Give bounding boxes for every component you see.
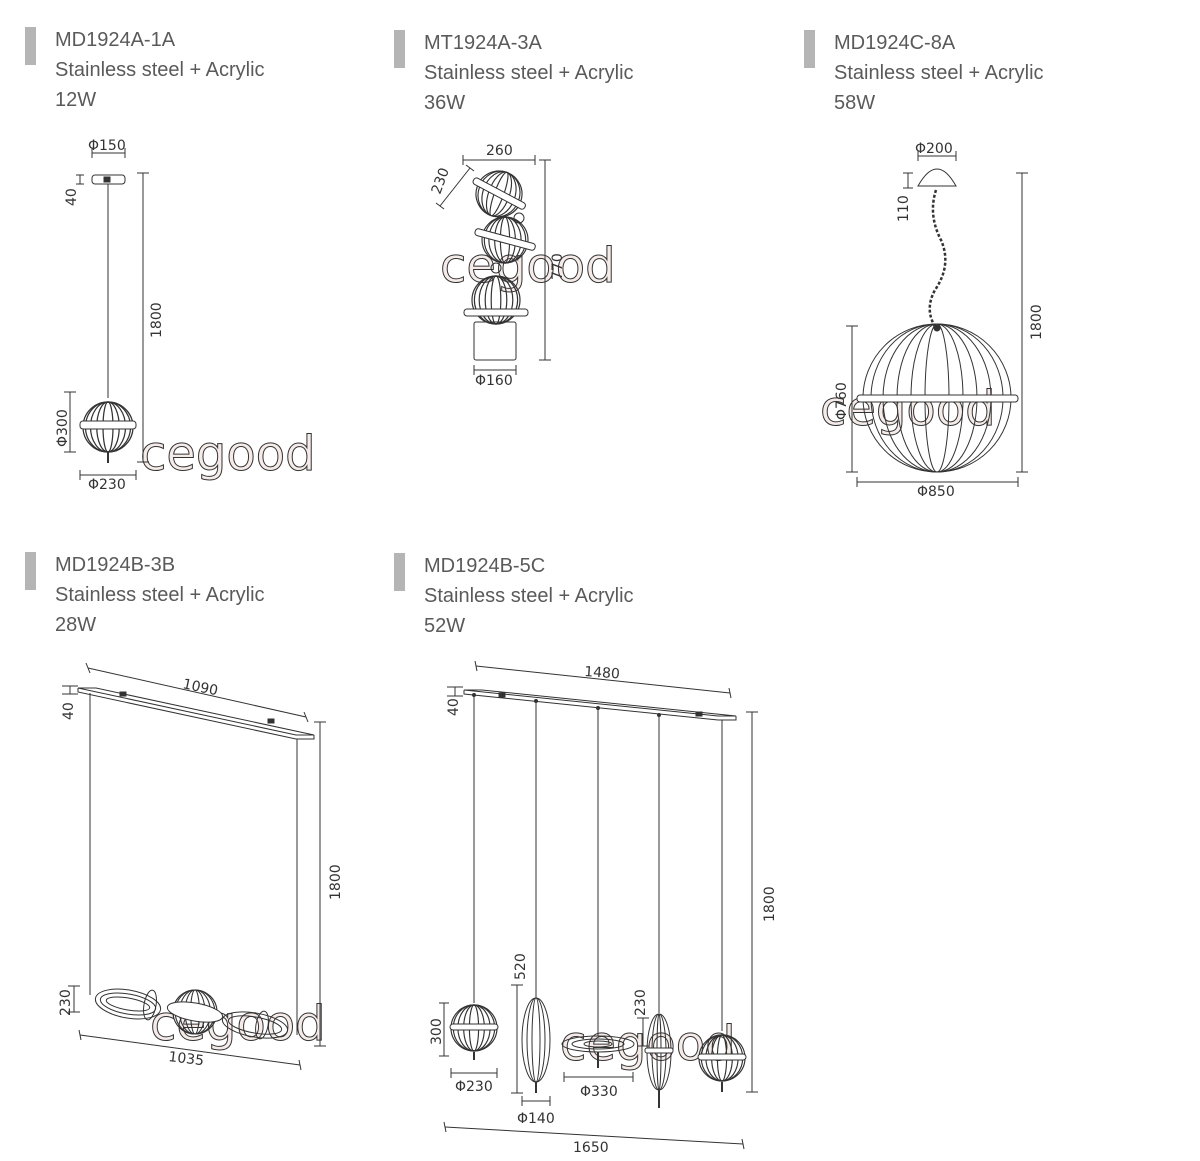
product-power: 52W — [424, 615, 466, 637]
product-material: Stainless steel + Acrylic — [55, 59, 265, 81]
watermark-group: cegood cegood cegood cegood cegood — [140, 238, 997, 1073]
product-code: MD1924B-3B — [55, 554, 176, 576]
drawing-mt1924a-3a: 260 230 770 Φ160 — [429, 143, 566, 389]
product-code: MD1924A-1A — [55, 29, 176, 51]
drawing-md1924a-1a: Φ150 40 1800 Φ300 Φ230 — [55, 138, 165, 493]
dim-label: Φ160 — [475, 373, 513, 389]
dim-label: 1800 — [149, 302, 165, 338]
dim-label: 260 — [486, 143, 513, 159]
accent-bar — [804, 30, 815, 68]
dim-label: Φ850 — [917, 484, 955, 500]
ring-band — [856, 394, 1019, 403]
product-material: Stainless steel + Acrylic — [55, 584, 265, 606]
canopy — [917, 168, 957, 187]
product-power: 58W — [834, 92, 876, 114]
dim-label: 1800 — [328, 864, 344, 900]
dim-label: 230 — [429, 166, 453, 197]
pod-shade-ring — [644, 1013, 674, 1108]
accent-bar — [394, 553, 405, 591]
dim-label: Φ330 — [580, 1084, 618, 1100]
lamp-base — [473, 321, 517, 361]
drawing-md1924b-5c: 1480 40 1800 520 230 300 Φ230 Φ140 Φ330 … — [429, 660, 778, 1156]
dim-label: Φ230 — [455, 1079, 493, 1095]
product-material: Stainless steel + Acrylic — [424, 62, 634, 84]
dim-label: Φ760 — [834, 382, 850, 420]
dim-label: 770 — [550, 253, 566, 280]
ring-band — [79, 420, 137, 430]
dim-label: 1090 — [181, 676, 219, 699]
product-code: MT1924A-3A — [424, 32, 542, 54]
product-power: 12W — [55, 89, 97, 111]
dim-label: Φ200 — [915, 141, 953, 157]
dim-label: 40 — [446, 698, 462, 716]
dim-label: 300 — [429, 1018, 445, 1045]
drawing-md1924c-8a: Φ200 110 1800 Φ760 Φ850 — [834, 141, 1045, 500]
dim-label: 40 — [61, 702, 77, 720]
dim-label: Φ230 — [88, 477, 126, 493]
product-material: Stainless steel + Acrylic — [424, 585, 634, 607]
product-code: MD1924C-8A — [834, 32, 956, 54]
disc-shade — [561, 1035, 635, 1068]
product-power: 36W — [424, 92, 466, 114]
dim-label: 110 — [896, 195, 912, 222]
dim-label: 520 — [513, 953, 529, 980]
dim-label: Φ150 — [88, 138, 126, 154]
shade-group — [94, 988, 289, 1040]
dim-label: 1035 — [168, 1049, 205, 1069]
product-power: 28W — [55, 614, 97, 636]
product-code: MD1924B-5C — [424, 555, 546, 577]
dim-label: Φ140 — [517, 1111, 555, 1127]
dim-label: 230 — [633, 989, 649, 1016]
dim-label: 230 — [58, 989, 74, 1016]
accent-bar — [25, 27, 36, 65]
dim-label: 1800 — [1029, 304, 1045, 340]
watermark-text: cegood — [440, 238, 616, 294]
pod-shade — [521, 997, 551, 1093]
dim-label: 1650 — [573, 1140, 609, 1156]
dim-label: 1480 — [584, 664, 621, 682]
accent-bar — [394, 30, 405, 68]
product-material: Stainless steel + Acrylic — [834, 62, 1044, 84]
accent-bar — [25, 552, 36, 590]
chain — [928, 189, 947, 329]
drawing-md1924b-3b: 1090 40 1800 230 1035 — [58, 662, 344, 1071]
dim-label: 1800 — [762, 886, 778, 922]
watermark-text: cegood — [140, 426, 316, 482]
watermark-text: cegood — [820, 381, 996, 437]
dim-label: Φ300 — [55, 409, 71, 447]
dim-label: 40 — [64, 188, 80, 206]
